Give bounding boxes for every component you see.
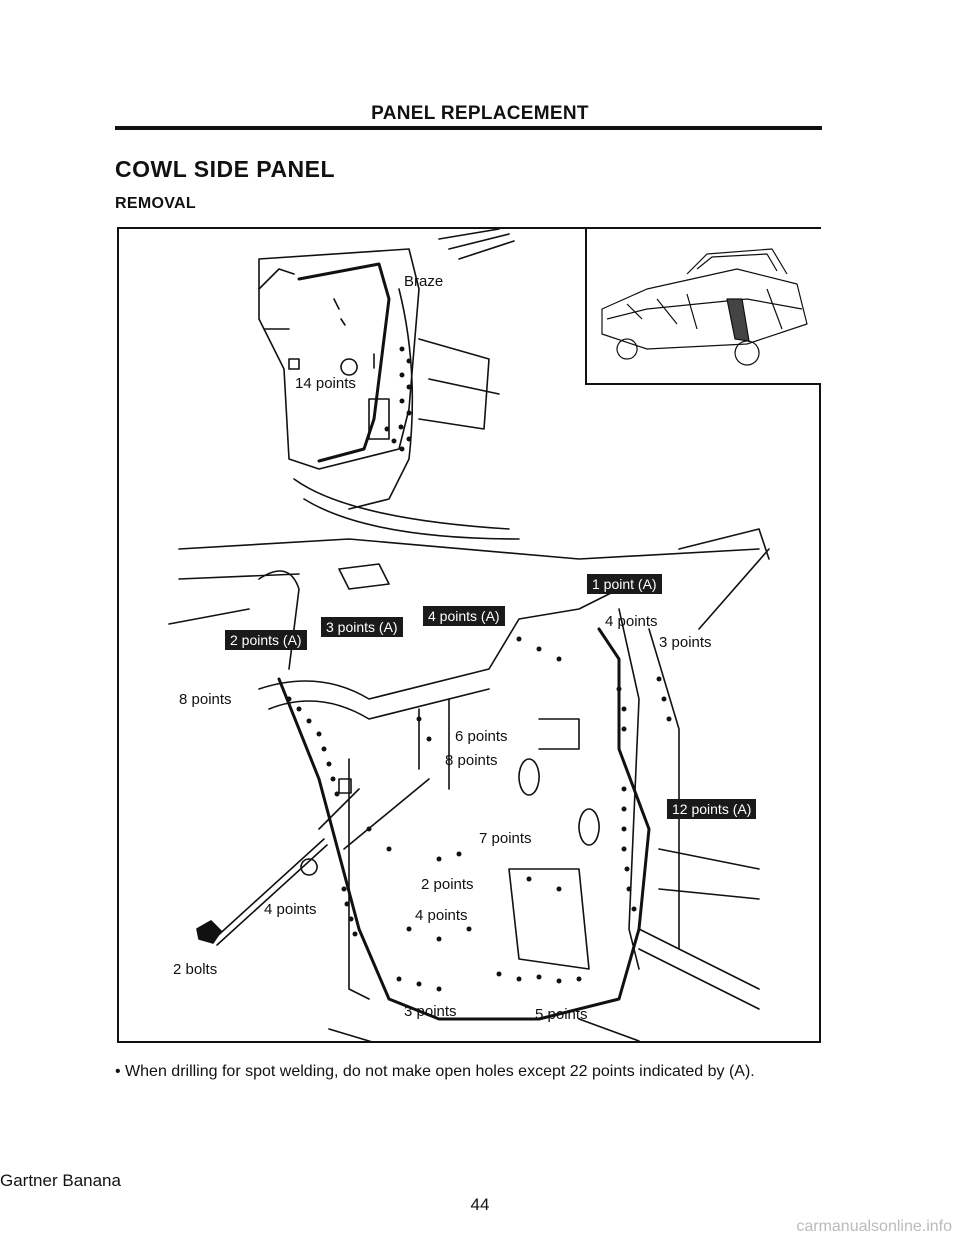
upper-spot-welds [384, 346, 412, 452]
footer-publisher: Gartner Banana [0, 1171, 121, 1190]
label-4-points-left: 4 points [264, 901, 317, 918]
lower-spot-welds [286, 636, 672, 992]
label-6-points: 6 points [455, 728, 508, 745]
upper-detail-drawing [258, 229, 520, 540]
tag-4-points-a: 4 points (A) [423, 606, 505, 626]
tag-1-point-a: 1 point (A) [587, 574, 662, 594]
bolt-and-rod [196, 838, 328, 946]
label-4-points-center: 4 points [415, 907, 468, 924]
label-3-points-right: 3 points [659, 634, 712, 651]
tag-2-points-a: 2 points (A) [225, 630, 307, 650]
tag-3-points-a: 3 points (A) [321, 617, 403, 637]
panel-line-drawing [168, 229, 770, 1041]
label-8-points-center: 8 points [445, 752, 498, 769]
label-4-points-upper: 4 points [605, 613, 658, 630]
page-number: 44 [470, 1195, 490, 1214]
label-2-points: 2 points [421, 876, 474, 893]
page-header-title: PANEL REPLACEMENT [371, 103, 589, 124]
vehicle-location-drawing [601, 248, 808, 366]
label-2-bolts: 2 bolts [173, 961, 218, 978]
vehicle-location-inset [585, 229, 821, 385]
tag-12-points-a: 12 points (A) [667, 799, 757, 819]
label-14-points: 14 points [295, 375, 356, 392]
label-8-points-left: 8 points [179, 691, 232, 708]
label-braze: Braze [404, 273, 444, 290]
section-title: COWL SIDE PANEL [115, 156, 336, 182]
header-divider [115, 126, 822, 130]
drilling-note: • When drilling for spot welding, do not… [115, 1063, 755, 1080]
label-7-points: 7 points [479, 830, 532, 847]
watermark: carmanualsonline.info [796, 1218, 952, 1235]
label-3-points-bottom: 3 points [404, 1003, 457, 1020]
lower-main-drawing [168, 528, 770, 1041]
cowl-side-panel-figure: Braze 14 points 1 point (A) 4 points (A)… [117, 227, 821, 1043]
label-5-points-bottom: 5 points [535, 1006, 588, 1023]
subsection-title: REMOVAL [115, 195, 196, 212]
